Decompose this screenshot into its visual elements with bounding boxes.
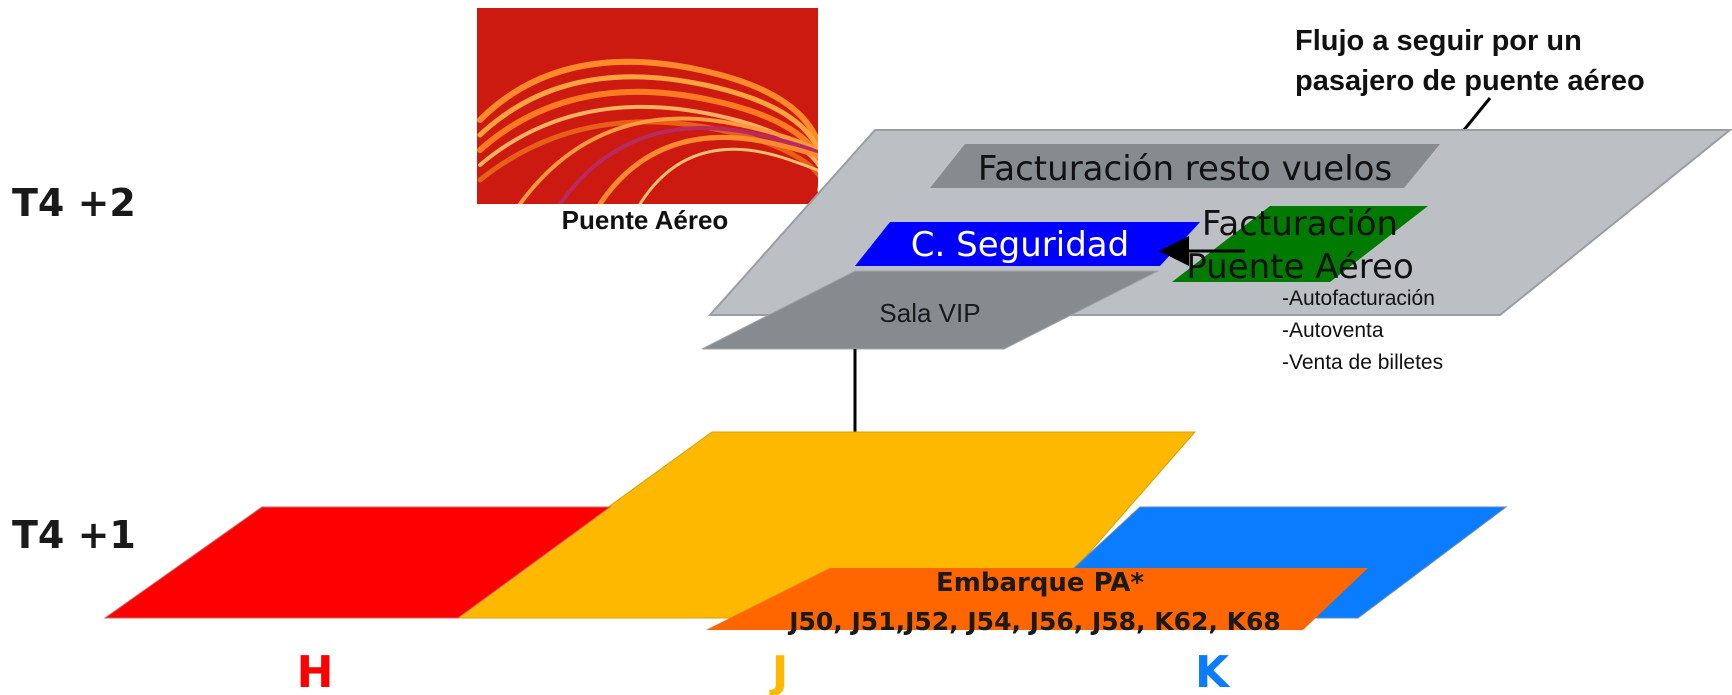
checkin-puente-aereo-area — [1172, 206, 1428, 282]
level-label-upper: T4 +2 — [12, 181, 136, 225]
service-item-2: -Autoventa — [1282, 319, 1384, 342]
security-checkpoint-area — [855, 222, 1200, 266]
annotation-line-1: Flujo a seguir por un — [1295, 25, 1582, 57]
checkin-puente-aereo-label-line-2: Puente Aéreo — [1186, 247, 1414, 287]
annotation-line-2: pasajero de puente aéreo — [1295, 65, 1645, 97]
security-checkpoint-label: C. Seguridad — [911, 225, 1129, 265]
puente-aereo-logo — [477, 8, 818, 204]
boarding-label-line-1: Embarque PA* — [936, 568, 1144, 598]
logo-caption: Puente Aéreo — [562, 205, 729, 235]
vip-lounge-label: Sala VIP — [879, 298, 980, 328]
zone-label-j: J — [769, 647, 788, 695]
service-item-1: -Autofacturación — [1282, 287, 1435, 310]
zone-h-plane — [103, 506, 612, 619]
checkin-other-flights-area — [930, 144, 1440, 188]
checkin-other-flights-label: Facturación resto vuelos — [978, 149, 1392, 189]
boarding-area — [706, 568, 1368, 630]
zone-label-k: K — [1195, 647, 1231, 695]
level-label-lower: T4 +1 — [12, 513, 136, 557]
vip-lounge-area — [701, 270, 1159, 350]
zone-label-h: H — [297, 647, 334, 695]
boarding-label-line-2: J50, J51,J52, J54, J56, J58, K62, K68 — [787, 607, 1281, 636]
checkin-puente-aereo-label-line-1: Facturación — [1202, 204, 1398, 244]
service-item-3: -Venta de billetes — [1282, 351, 1443, 374]
